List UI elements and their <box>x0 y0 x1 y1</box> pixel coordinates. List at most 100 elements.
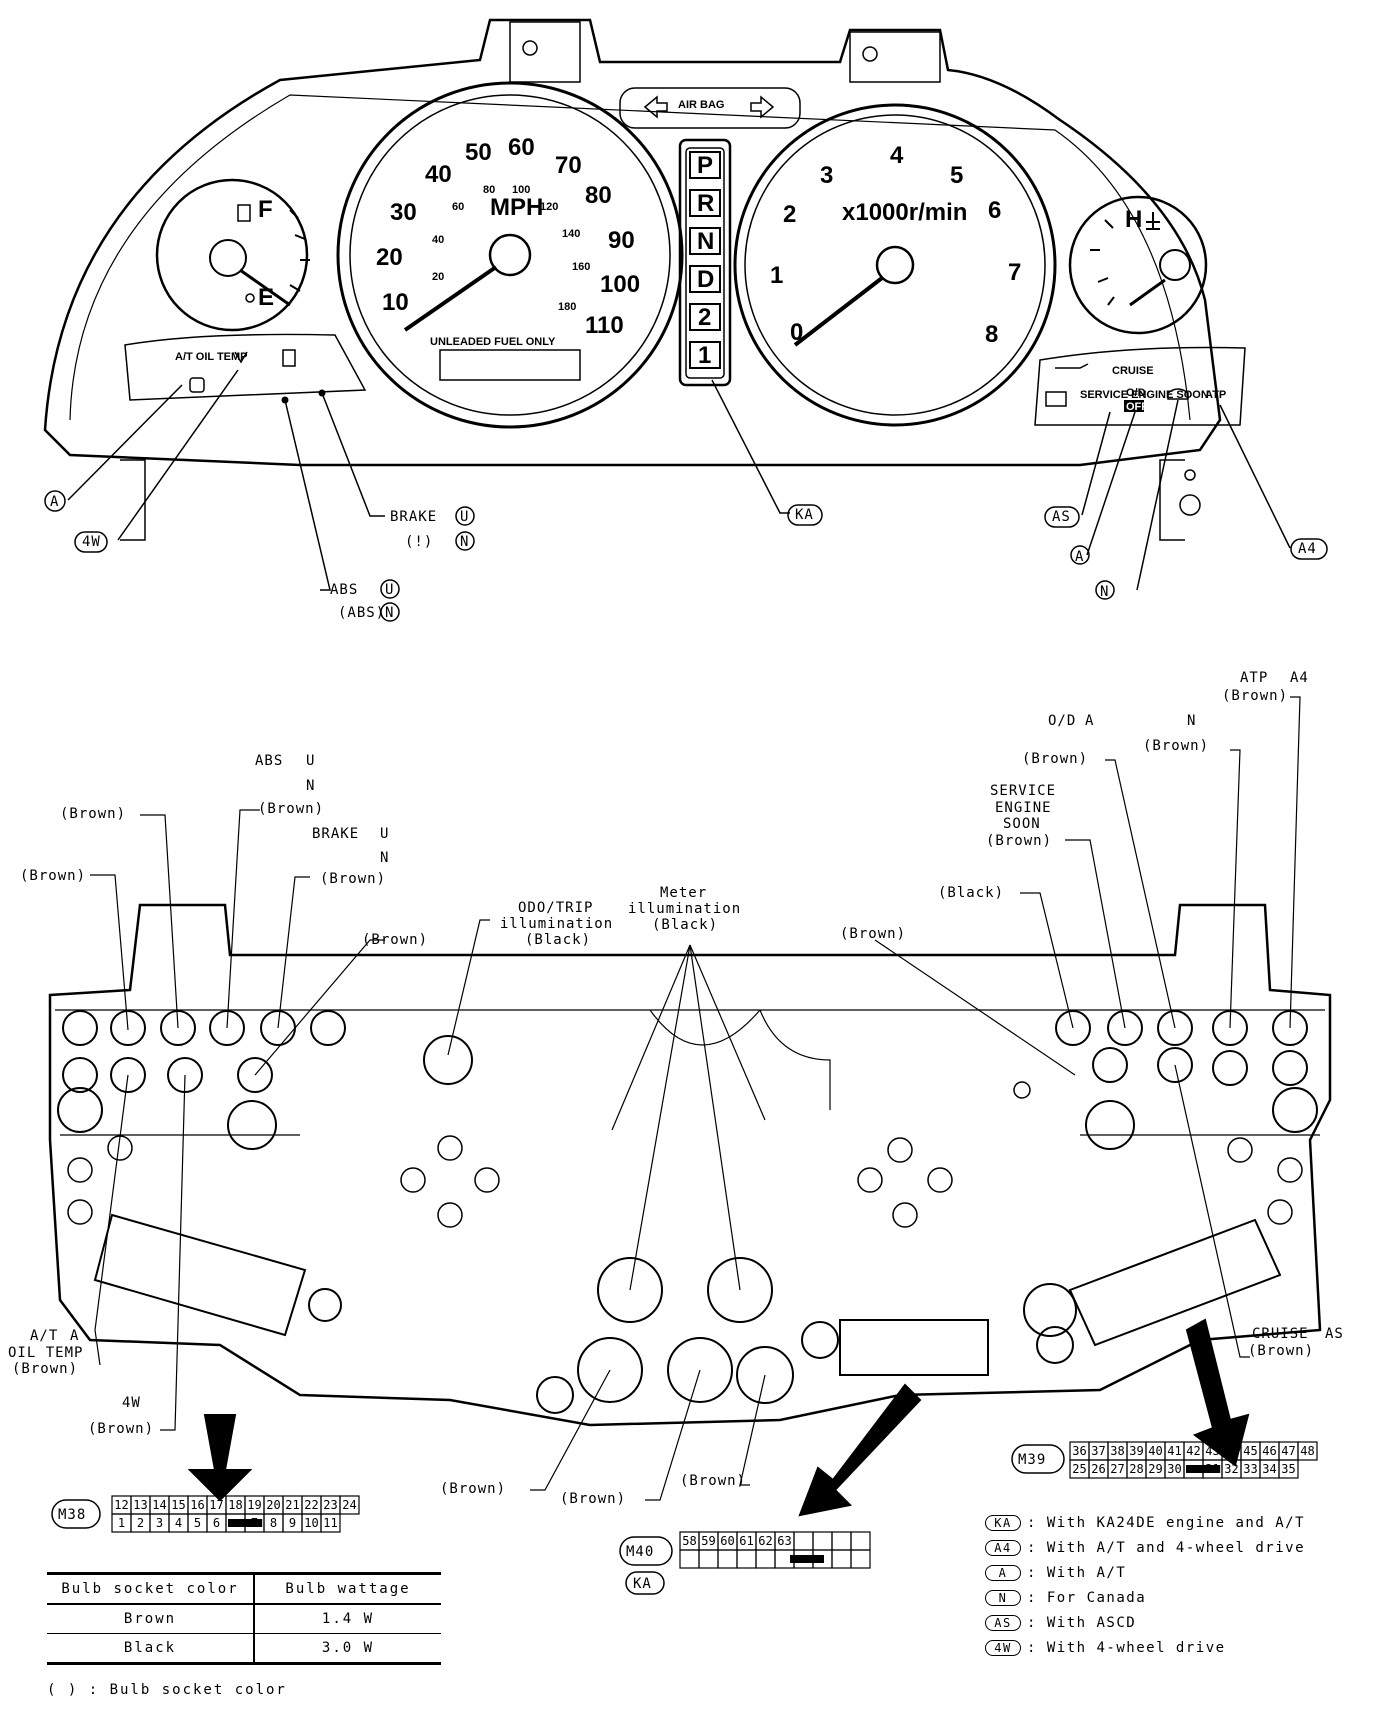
terminal-number: 19 <box>247 1498 261 1512</box>
terminal-number: 41 <box>1167 1444 1181 1458</box>
terminal-number: 58 <box>682 1534 696 1548</box>
rpm-0: 0 <box>790 319 803 346</box>
legend-text: : With ASCD <box>1027 1615 1137 1631</box>
callout-brake-sym: (!) <box>405 534 433 550</box>
label-meter-2: illumination <box>628 901 741 917</box>
callout-abs-n: N <box>385 605 394 621</box>
terminal-cell <box>812 1531 833 1551</box>
terminal-number: 29 <box>1148 1462 1162 1476</box>
label-od-brown: (Brown) <box>1022 751 1088 767</box>
label-atoil-brown: (Brown) <box>12 1361 78 1377</box>
legend-text: : With 4-wheel drive <box>1027 1640 1226 1656</box>
terminal-number: 38 <box>1110 1444 1124 1458</box>
m40-code: KA <box>633 1576 652 1592</box>
legend-text: : With KA24DE engine and A/T <box>1027 1515 1306 1531</box>
terminal-cell <box>339 1495 360 1515</box>
screw-clusters <box>67 1135 1303 1228</box>
bottom-leaders <box>90 696 1301 1501</box>
terminal-number: 40 <box>1148 1444 1162 1458</box>
label-meter-1: Meter <box>660 885 707 901</box>
legend-item: AS: With ASCD <box>985 1615 1305 1640</box>
label-abs-code-n: N <box>306 778 315 794</box>
label-head-brown: (Brown) <box>560 1491 626 1507</box>
speed-10: 10 <box>382 289 409 316</box>
bulb-table: Bulb socket color Bulb wattage Brown 1.4… <box>47 1572 441 1665</box>
rpm-5: 5 <box>950 162 963 189</box>
speed-30: 30 <box>390 199 417 226</box>
terminal-number: 28 <box>1129 1462 1143 1476</box>
speed-50: 50 <box>465 139 492 166</box>
legend-code: A <box>985 1565 1021 1581</box>
terminal-cell <box>1297 1441 1318 1461</box>
battery-icon <box>1045 391 1067 407</box>
atp-label: ATP <box>1205 389 1226 401</box>
label-4w-brown: (Brown) <box>88 1421 154 1437</box>
label-temp-brown: (Brown) <box>20 868 86 884</box>
terminal-number: 34 <box>1262 1462 1276 1476</box>
four-wd-icon <box>234 351 248 364</box>
terminal-number: 1 <box>118 1516 125 1530</box>
terminal-number: 4 <box>175 1516 182 1530</box>
terminal-number: 45 <box>1243 1444 1257 1458</box>
terminal-number: 3 <box>156 1516 163 1530</box>
speed-unit: MPH <box>490 194 543 221</box>
terminal-number: 12 <box>114 1498 128 1512</box>
at-oil-temp-icon <box>189 377 205 393</box>
legend-text: : With A/T <box>1027 1565 1127 1581</box>
arrow-m38 <box>187 1414 253 1502</box>
label-cruise-code: AS <box>1325 1326 1344 1342</box>
speed-70: 70 <box>555 152 582 179</box>
label-brake-brown: (Brown) <box>320 871 386 887</box>
kmh-40: 40 <box>432 234 444 246</box>
table-cell-black: Black <box>47 1633 255 1665</box>
terminal-number: 26 <box>1091 1462 1105 1476</box>
label-oil-brown: (Brown) <box>840 926 906 942</box>
callout-abs-sym: (ABS) <box>338 605 385 621</box>
terminal-number: 44 <box>1224 1444 1238 1458</box>
legend-code: 4W <box>985 1640 1021 1656</box>
terminal-cell <box>679 1549 700 1569</box>
legend-code: A4 <box>985 1540 1021 1556</box>
washer-icon <box>1167 388 1189 400</box>
rpm-unit: x1000r/min <box>842 199 967 226</box>
speed-20: 20 <box>376 244 403 271</box>
speed-110: 110 <box>585 312 624 339</box>
terminal-number: 32 <box>1224 1462 1238 1476</box>
terminal-number: 48 <box>1300 1444 1314 1458</box>
legend-code: KA <box>985 1515 1021 1531</box>
label-washer-brown: (Brown) <box>1143 738 1209 754</box>
label-4w-code: 4W <box>122 1395 141 1411</box>
terminal-number: 47 <box>1281 1444 1295 1458</box>
terminal-number: 15 <box>171 1498 185 1512</box>
callout-brake: BRAKE <box>390 509 437 525</box>
terminal-number: 59 <box>701 1534 715 1548</box>
arrow-m39 <box>1185 1318 1250 1467</box>
label-abs-brown: (Brown) <box>258 801 324 817</box>
legend-text: : For Canada <box>1027 1590 1147 1606</box>
terminal-number: 21 <box>285 1498 299 1512</box>
label-od: O/D <box>1048 713 1076 729</box>
legend-item: A4: With A/T and 4-wheel drive <box>985 1540 1305 1565</box>
callout-4w: 4W <box>82 534 101 550</box>
terminal-key <box>790 1555 824 1563</box>
label-odo-2: illumination <box>500 916 613 932</box>
label-abs-code-u: U <box>306 753 315 769</box>
temp-hot-label: H <box>1125 206 1142 233</box>
terminal-number: 17 <box>209 1498 223 1512</box>
rpm-3: 3 <box>820 162 833 189</box>
label-4wd-brown: (Brown) <box>60 806 126 822</box>
label-ses-1: SERVICE <box>990 783 1056 799</box>
terminal-number: 24 <box>342 1498 356 1512</box>
fuel-empty-label: E <box>258 284 274 311</box>
at-oil-temp-label: A/T OIL TEMP <box>175 351 248 363</box>
gear-2: 2 <box>698 304 711 331</box>
rpm-2: 2 <box>783 201 796 228</box>
terminal-cell <box>698 1549 719 1569</box>
terminal-number: 60 <box>720 1534 734 1548</box>
table-header-wattage: Bulb wattage <box>254 1572 441 1605</box>
legend: KA: With KA24DE engine and A/T A4: With … <box>985 1515 1305 1665</box>
